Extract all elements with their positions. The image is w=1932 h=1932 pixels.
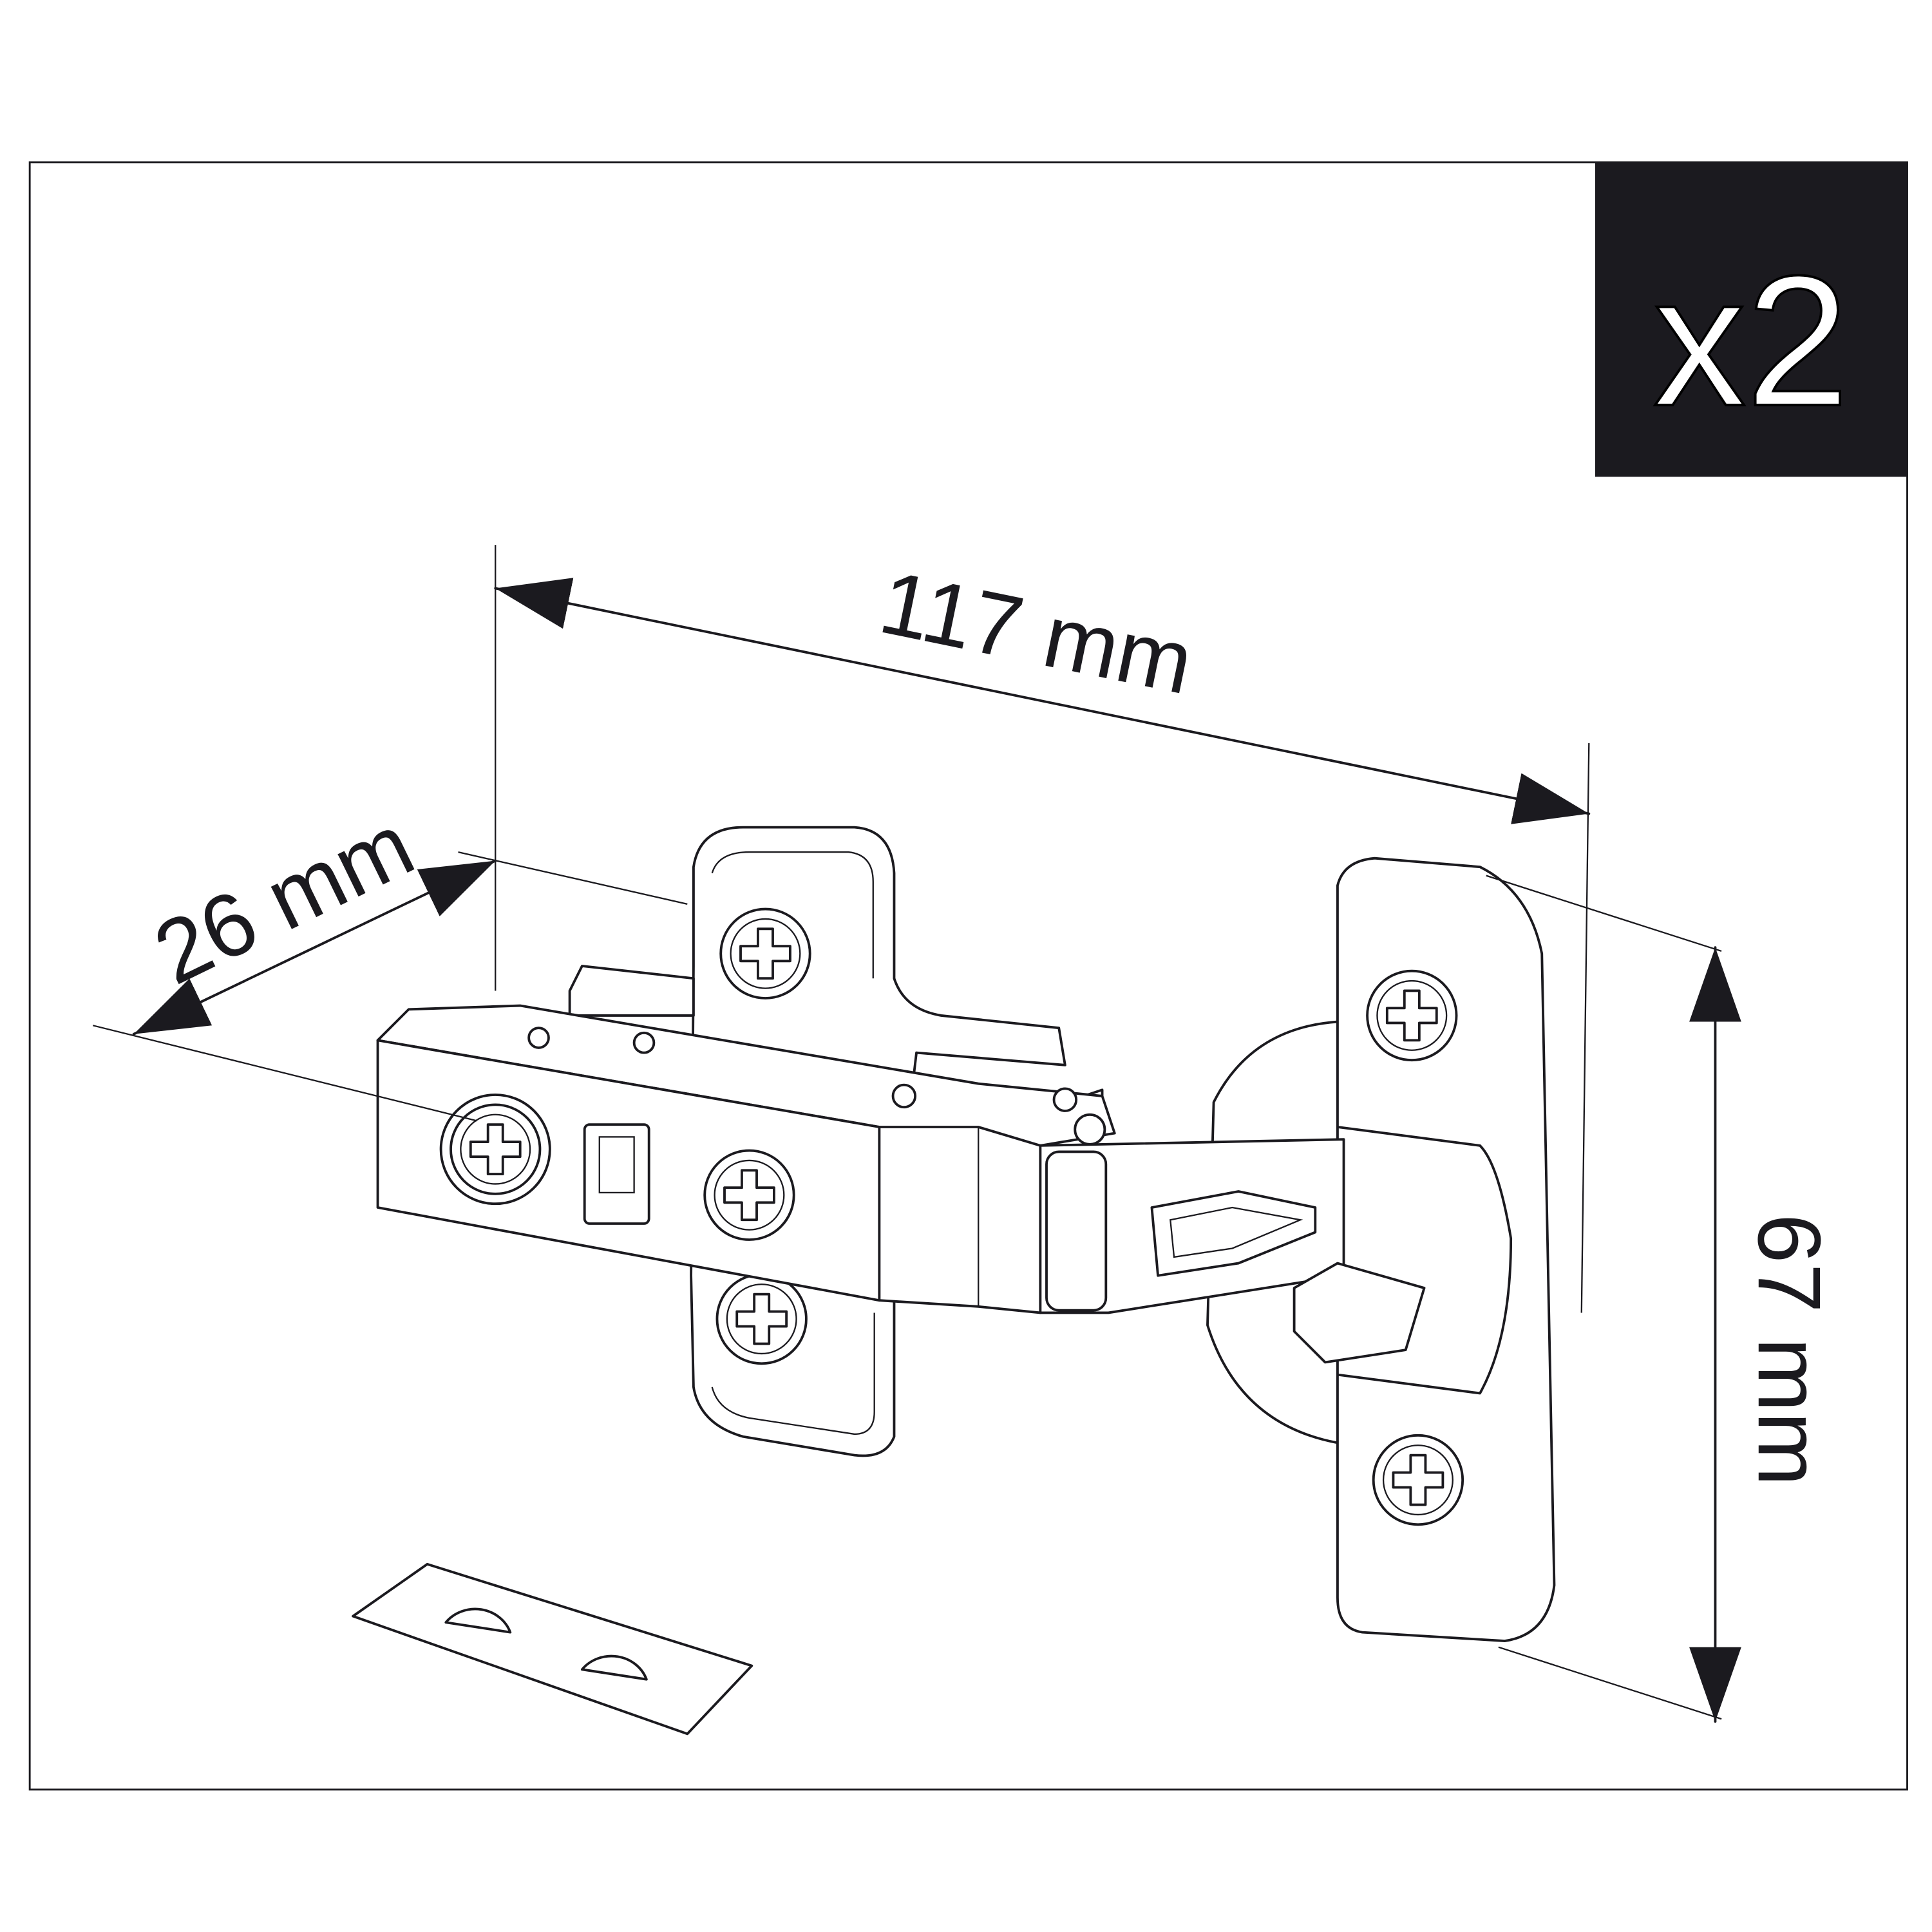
dimension-height: 67 mm (1486, 875, 1839, 1723)
height-label: 67 mm (1739, 1214, 1839, 1486)
bumper-strip (352, 1562, 753, 1736)
depth-label: 26 mm (140, 795, 428, 1003)
quantity-badge: x2 (1595, 162, 1908, 477)
plate-screw-top (719, 907, 811, 999)
door-plate (1293, 857, 1556, 1643)
hinge-arm (376, 1004, 1345, 1314)
quantity-label: x2 (1653, 238, 1850, 445)
frame (28, 161, 1908, 1791)
plate-screw-bottom (715, 1273, 808, 1365)
length-label: 117 mm (872, 553, 1201, 713)
